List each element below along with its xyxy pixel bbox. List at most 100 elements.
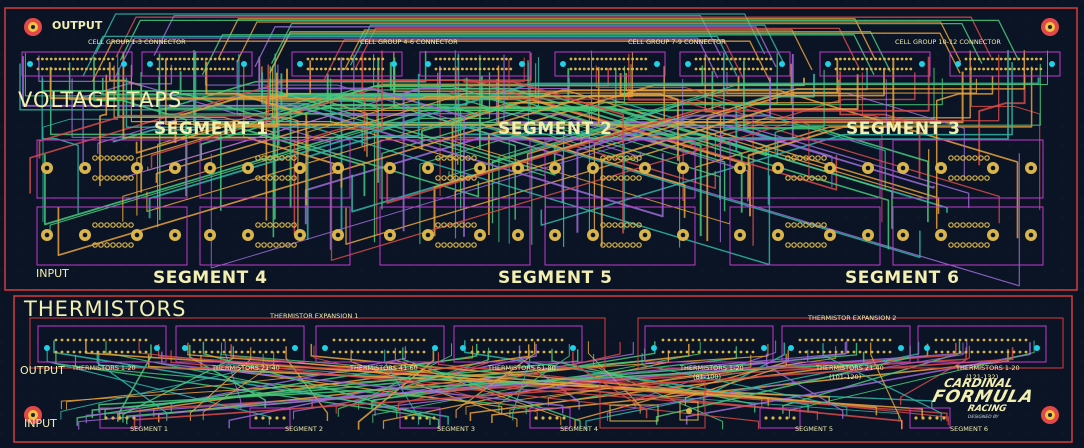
pin bbox=[609, 57, 612, 61]
pin bbox=[809, 222, 815, 228]
tap-hole bbox=[1028, 165, 1034, 171]
trace bbox=[82, 64, 173, 171]
pin bbox=[76, 67, 79, 71]
pin bbox=[506, 350, 510, 354]
pin bbox=[471, 222, 477, 228]
pin bbox=[273, 242, 279, 248]
pin bbox=[760, 67, 764, 71]
pin bbox=[319, 57, 323, 61]
pin bbox=[778, 416, 782, 420]
pin bbox=[797, 242, 803, 248]
pin bbox=[471, 155, 477, 161]
pin bbox=[554, 338, 558, 342]
pin bbox=[984, 175, 990, 181]
bus-trace bbox=[343, 29, 813, 71]
tap-hole bbox=[590, 232, 596, 238]
pin bbox=[518, 338, 522, 342]
pin bbox=[72, 350, 76, 354]
pin bbox=[45, 67, 49, 71]
connector-mount bbox=[432, 345, 438, 351]
pin bbox=[946, 350, 950, 354]
pin bbox=[821, 222, 827, 228]
pin bbox=[328, 67, 332, 71]
tap-hole bbox=[552, 232, 558, 238]
pin bbox=[612, 155, 618, 161]
trace bbox=[870, 342, 903, 430]
pin bbox=[986, 67, 990, 71]
pin bbox=[54, 57, 57, 61]
segment-2-label: SEGMENT 2 bbox=[498, 119, 613, 139]
pin bbox=[447, 242, 453, 248]
trace bbox=[526, 66, 665, 171]
pin bbox=[368, 67, 371, 71]
pin bbox=[966, 175, 972, 181]
pin bbox=[435, 242, 441, 248]
pin bbox=[822, 338, 826, 342]
pin bbox=[319, 67, 323, 71]
pin bbox=[612, 222, 618, 228]
pin bbox=[222, 57, 226, 61]
pin bbox=[60, 338, 64, 342]
trace bbox=[978, 74, 1026, 166]
pin bbox=[116, 175, 122, 181]
connector-mount bbox=[322, 345, 328, 351]
pin bbox=[954, 242, 960, 248]
pin bbox=[410, 338, 414, 342]
pin bbox=[192, 338, 196, 342]
pin bbox=[821, 175, 827, 181]
pin bbox=[404, 338, 408, 342]
connector-mount bbox=[825, 61, 831, 67]
trace bbox=[159, 51, 427, 221]
pin bbox=[587, 67, 590, 71]
pin bbox=[132, 416, 136, 420]
pin bbox=[98, 57, 101, 61]
trace bbox=[292, 342, 634, 420]
pin bbox=[834, 57, 838, 61]
trace bbox=[512, 349, 531, 421]
pin bbox=[821, 155, 827, 161]
pin bbox=[1012, 338, 1016, 342]
pin bbox=[118, 416, 122, 420]
pin bbox=[715, 338, 719, 342]
pin bbox=[132, 338, 136, 342]
pin bbox=[591, 57, 595, 61]
pin bbox=[161, 67, 164, 71]
center-pad bbox=[686, 408, 692, 414]
tap-hole bbox=[775, 165, 781, 171]
expansion-1-label: THERMISTOR EXPANSION 1 bbox=[270, 312, 359, 320]
trace bbox=[38, 64, 270, 159]
connector-outline bbox=[419, 51, 531, 77]
pin bbox=[104, 416, 108, 420]
module-outline bbox=[729, 206, 881, 266]
pin bbox=[500, 338, 504, 342]
pin bbox=[952, 338, 956, 342]
pin bbox=[228, 338, 232, 342]
pin bbox=[107, 67, 110, 71]
bottom-segment-6: SEGMENT 6 bbox=[950, 425, 989, 433]
pin bbox=[209, 67, 213, 71]
trace bbox=[93, 56, 187, 197]
pin bbox=[810, 338, 814, 342]
pin bbox=[791, 175, 797, 181]
pin bbox=[350, 57, 354, 61]
pin bbox=[285, 242, 291, 248]
pin bbox=[210, 338, 214, 342]
pin bbox=[231, 67, 235, 71]
pin bbox=[816, 350, 820, 354]
pin bbox=[84, 338, 88, 342]
pin bbox=[78, 338, 82, 342]
pin bbox=[255, 175, 261, 181]
tap-hole bbox=[82, 232, 88, 238]
pin bbox=[569, 57, 573, 61]
trace bbox=[685, 342, 1031, 425]
trace bbox=[49, 68, 480, 198]
pin bbox=[102, 338, 106, 342]
pin bbox=[973, 57, 977, 61]
pin bbox=[128, 242, 134, 248]
pin bbox=[98, 242, 104, 248]
pin bbox=[733, 338, 737, 342]
bus-trace bbox=[82, 35, 738, 77]
pin bbox=[948, 155, 954, 161]
pin bbox=[240, 350, 244, 354]
pin bbox=[471, 242, 477, 248]
